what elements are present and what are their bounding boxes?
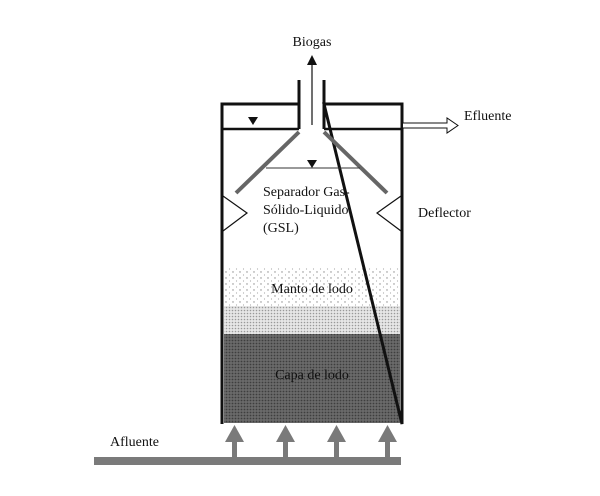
effluent-arrow xyxy=(403,117,459,134)
deflector-label: Deflector xyxy=(418,206,471,221)
influent-arrow xyxy=(378,425,397,458)
biogas-arrow-head xyxy=(307,55,317,65)
reactor-tank xyxy=(220,102,404,425)
influent-arrows xyxy=(225,425,397,458)
sludge-bed-zone xyxy=(224,334,400,423)
separator-label-line2: Sólido-Liquido xyxy=(263,203,349,218)
biogas-label: Biogas xyxy=(293,35,332,50)
separator-funnel-right xyxy=(322,130,389,195)
separator-label-line3: (GSL) xyxy=(263,221,299,236)
deflector-right xyxy=(375,195,402,232)
influent-arrow xyxy=(276,425,295,458)
sludge-bed-label: Capa de lodo xyxy=(275,368,349,383)
influent-pipe xyxy=(94,457,401,465)
influent-label: Afluente xyxy=(110,435,159,450)
separator-funnel-left xyxy=(234,130,301,195)
influent-arrow xyxy=(327,425,346,458)
transition-zone xyxy=(224,306,400,336)
deflector-left xyxy=(222,195,249,232)
effluent-label: Efluente xyxy=(464,109,511,124)
water-level-marker xyxy=(248,117,258,125)
inner-water-level-marker xyxy=(307,160,317,168)
influent-arrow xyxy=(225,425,244,458)
separator-label-line1: Separador Gas- xyxy=(263,185,350,200)
sludge-blanket-label: Manto de lodo xyxy=(271,282,353,297)
